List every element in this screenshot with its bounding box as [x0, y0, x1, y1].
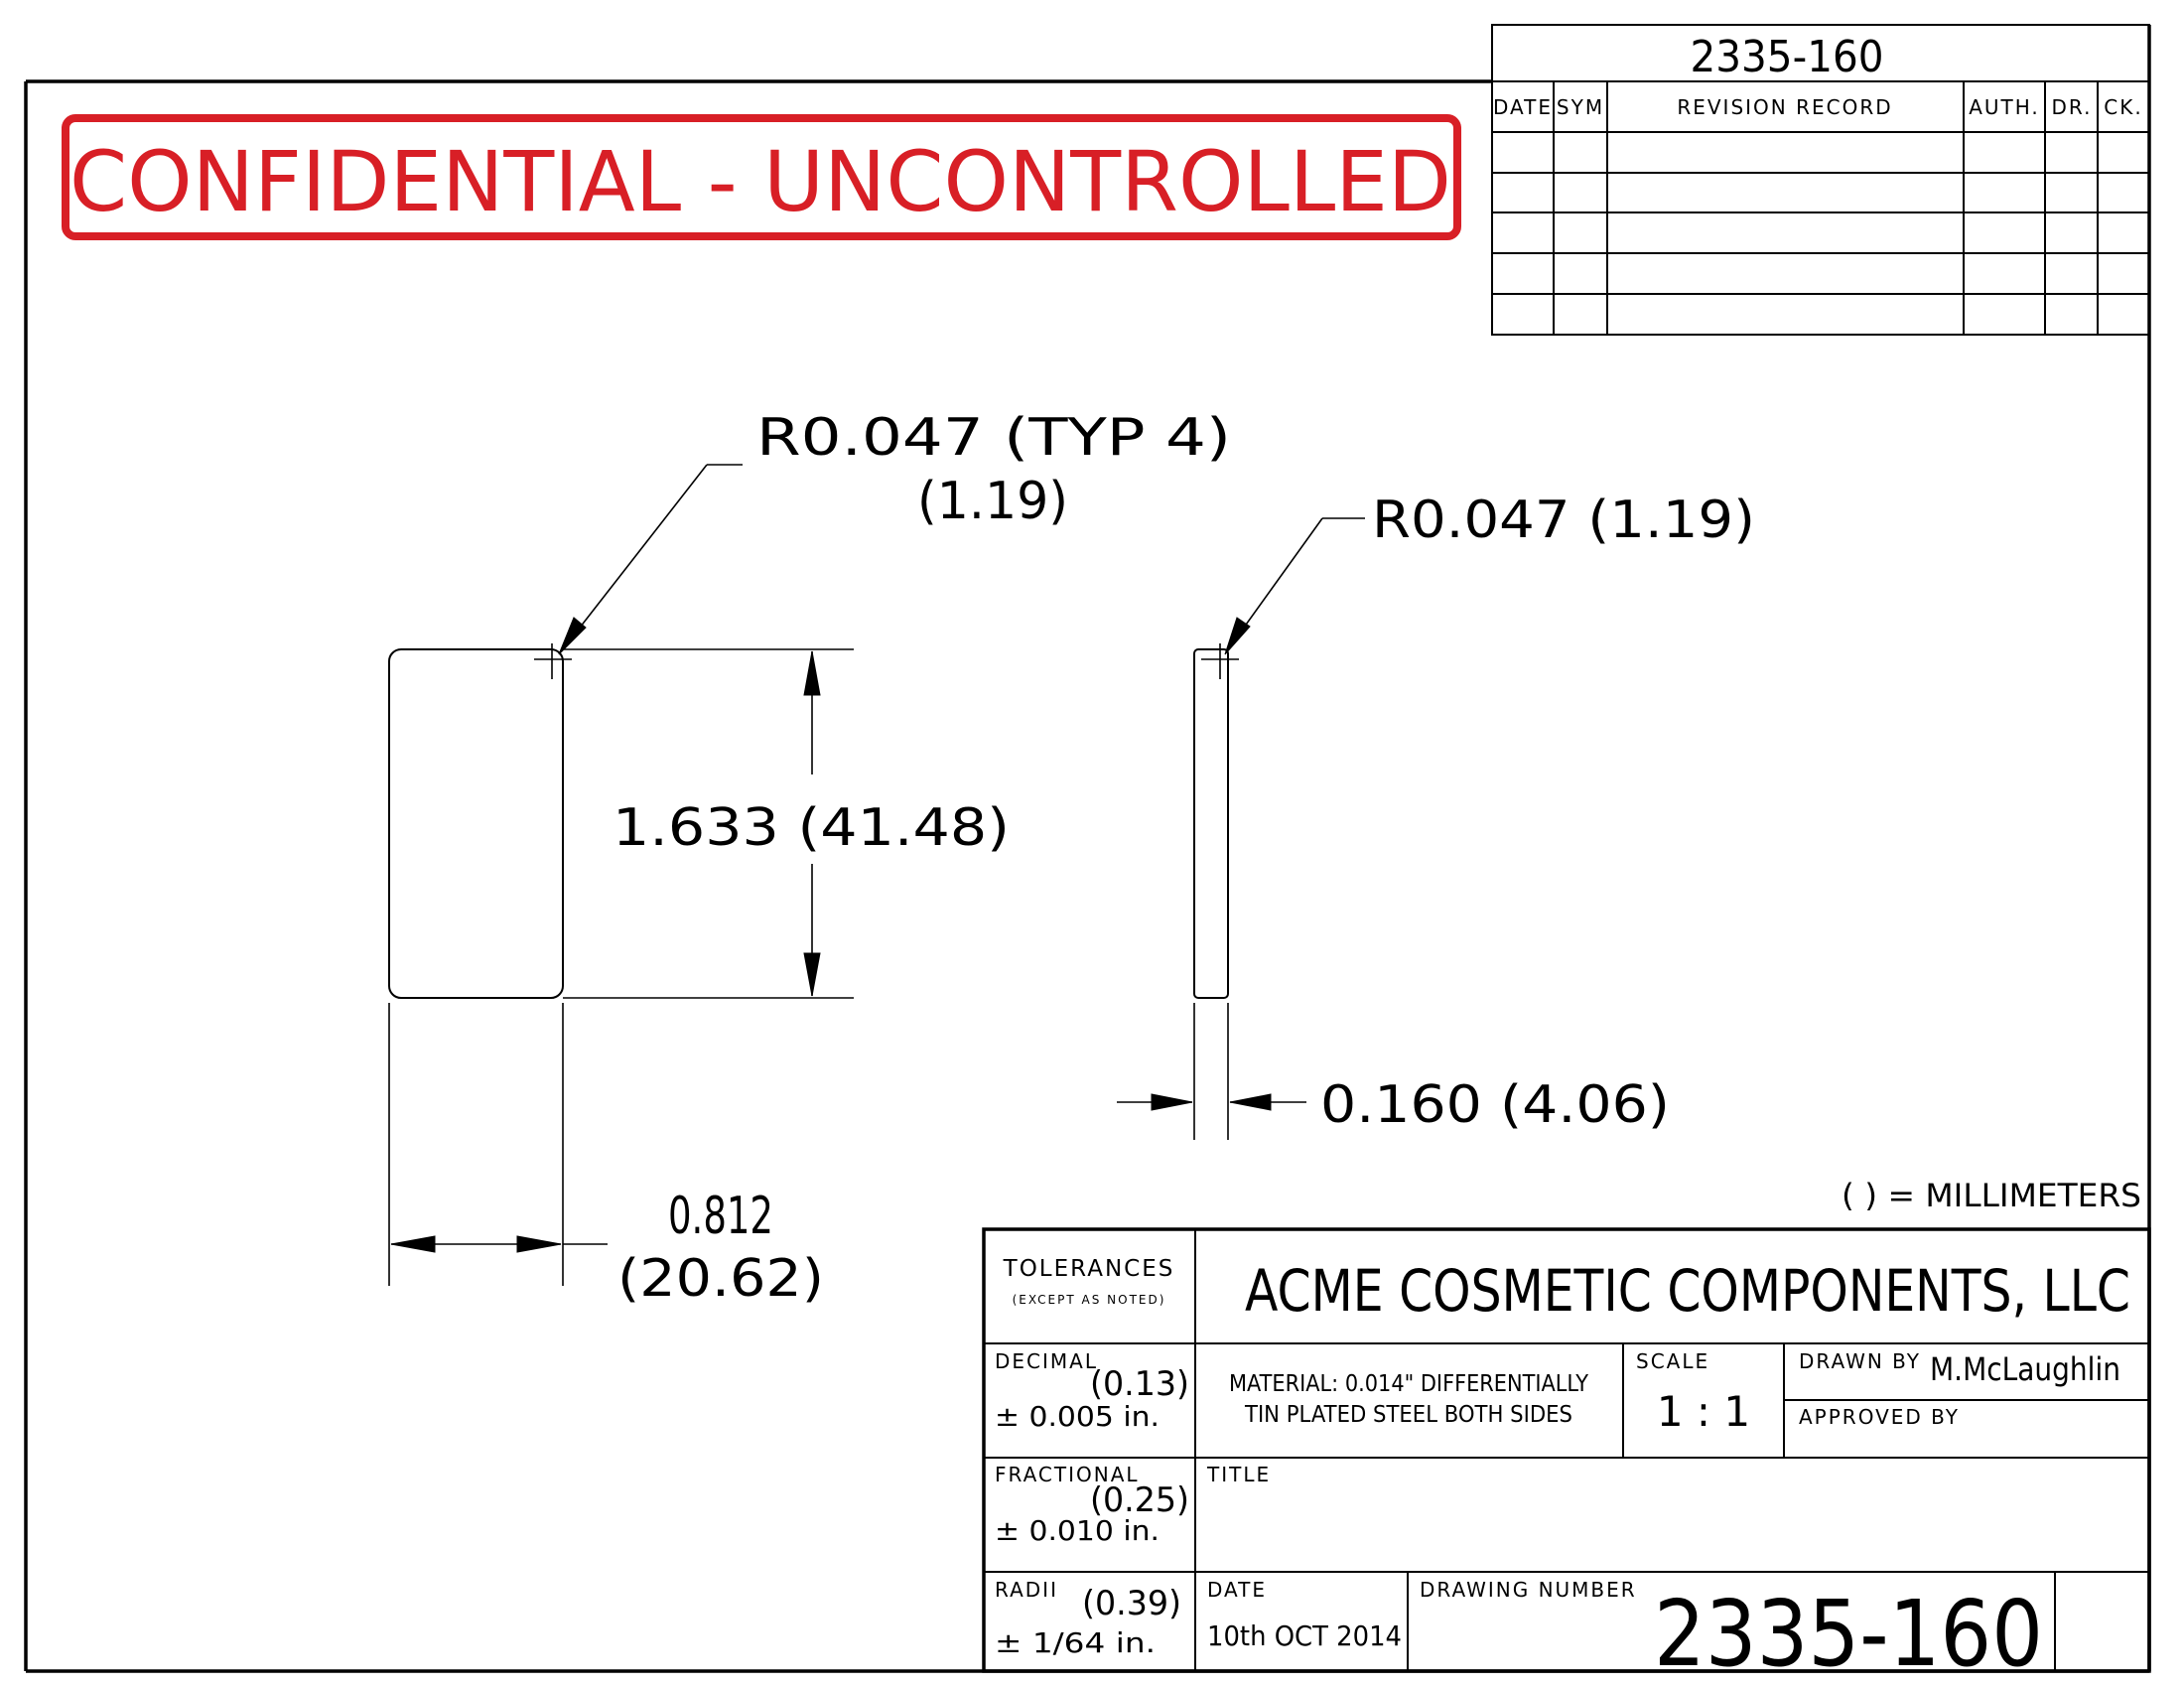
title-block: TOLERANCES (EXCEPT AS NOTED) ACME COSMET… — [982, 1227, 2151, 1687]
units-note: ( ) = MILLIMETERS — [1842, 1177, 2141, 1214]
front-radius-dimension-mm: (1.19) — [917, 472, 1068, 531]
revision-header-record: REVISION RECORD — [1677, 95, 1892, 119]
width-dimension-inch: 0.812 — [668, 1187, 773, 1246]
revision-table: DATE SYM REVISION RECORD AUTH. DR. CK. — [1491, 80, 2150, 336]
thickness-dimension: 0.160 (4.06) — [1320, 1075, 1670, 1135]
material-line2: TIN PLATED STEEL BOTH SIDES — [1244, 1402, 1572, 1428]
top-drawing-number: 2335-160 — [1691, 32, 1884, 82]
revision-header-date: DATE — [1493, 95, 1553, 119]
scale-value: 1 : 1 — [1657, 1387, 1750, 1436]
fractional-inch: ± 0.010 in. — [995, 1514, 1160, 1547]
company-name: ACME COSMETIC COMPONENTS, LLC — [1245, 1257, 2130, 1325]
revision-header-dr: DR. — [2052, 95, 2093, 119]
front-view: 1.633 (41.48) 0.812 (20.62) R0.047 (TYP … — [388, 408, 1231, 1309]
side-view-outline — [1193, 648, 1229, 999]
front-radius-dimension: R0.047 (TYP 4) — [756, 408, 1231, 468]
decimal-mm: (0.13) — [1090, 1364, 1189, 1404]
confidential-banner: CONFIDENTIAL - UNCONTROLLED — [62, 114, 1461, 240]
side-radius-dimension: R0.047 (1.19) — [1372, 491, 1755, 550]
tolerances-subtitle: (EXCEPT AS NOTED) — [1013, 1293, 1166, 1307]
drawn-by-label: DRAWN BY — [1799, 1349, 1921, 1373]
fractional-label: FRACTIONAL — [995, 1463, 1140, 1486]
side-view: 0.160 (4.06) R0.047 (1.19) — [1117, 491, 1755, 1140]
scale-label: SCALE — [1636, 1349, 1709, 1373]
date-label: DATE — [1207, 1578, 1267, 1602]
height-dimension: 1.633 (41.48) — [613, 798, 1010, 858]
drawn-by-value: M.McLaughlin — [1930, 1350, 2120, 1388]
drawing-number: 2335-160 — [1654, 1581, 2043, 1687]
revision-header-sym: SYM — [1557, 95, 1604, 119]
date-value: 10th OCT 2014 — [1207, 1619, 1402, 1652]
revision-header-ck: CK. — [2104, 95, 2142, 119]
decimal-inch: ± 0.005 in. — [995, 1400, 1160, 1433]
width-dimension-mm: (20.62) — [617, 1249, 824, 1309]
drawing-number-label: DRAWING NUMBER — [1420, 1578, 1637, 1602]
confidential-banner-text: CONFIDENTIAL - UNCONTROLLED — [69, 133, 1451, 230]
radii-inch: ± 1/64 in. — [995, 1626, 1156, 1659]
tolerances-title: TOLERANCES — [1003, 1256, 1175, 1282]
radii-mm: (0.39) — [1082, 1584, 1181, 1623]
approved-by-label: APPROVED BY — [1799, 1405, 1960, 1429]
radii-label: RADII — [995, 1578, 1058, 1602]
revision-header-auth: AUTH. — [1969, 95, 2040, 119]
title-label: TITLE — [1206, 1463, 1271, 1486]
material-line1: MATERIAL: 0.014" DIFFERENTIALLY — [1229, 1371, 1589, 1397]
decimal-label: DECIMAL — [995, 1349, 1098, 1373]
front-view-outline — [388, 648, 564, 999]
top-drawing-number-box: 2335-160 — [1491, 24, 2150, 82]
fractional-mm: (0.25) — [1090, 1480, 1189, 1520]
